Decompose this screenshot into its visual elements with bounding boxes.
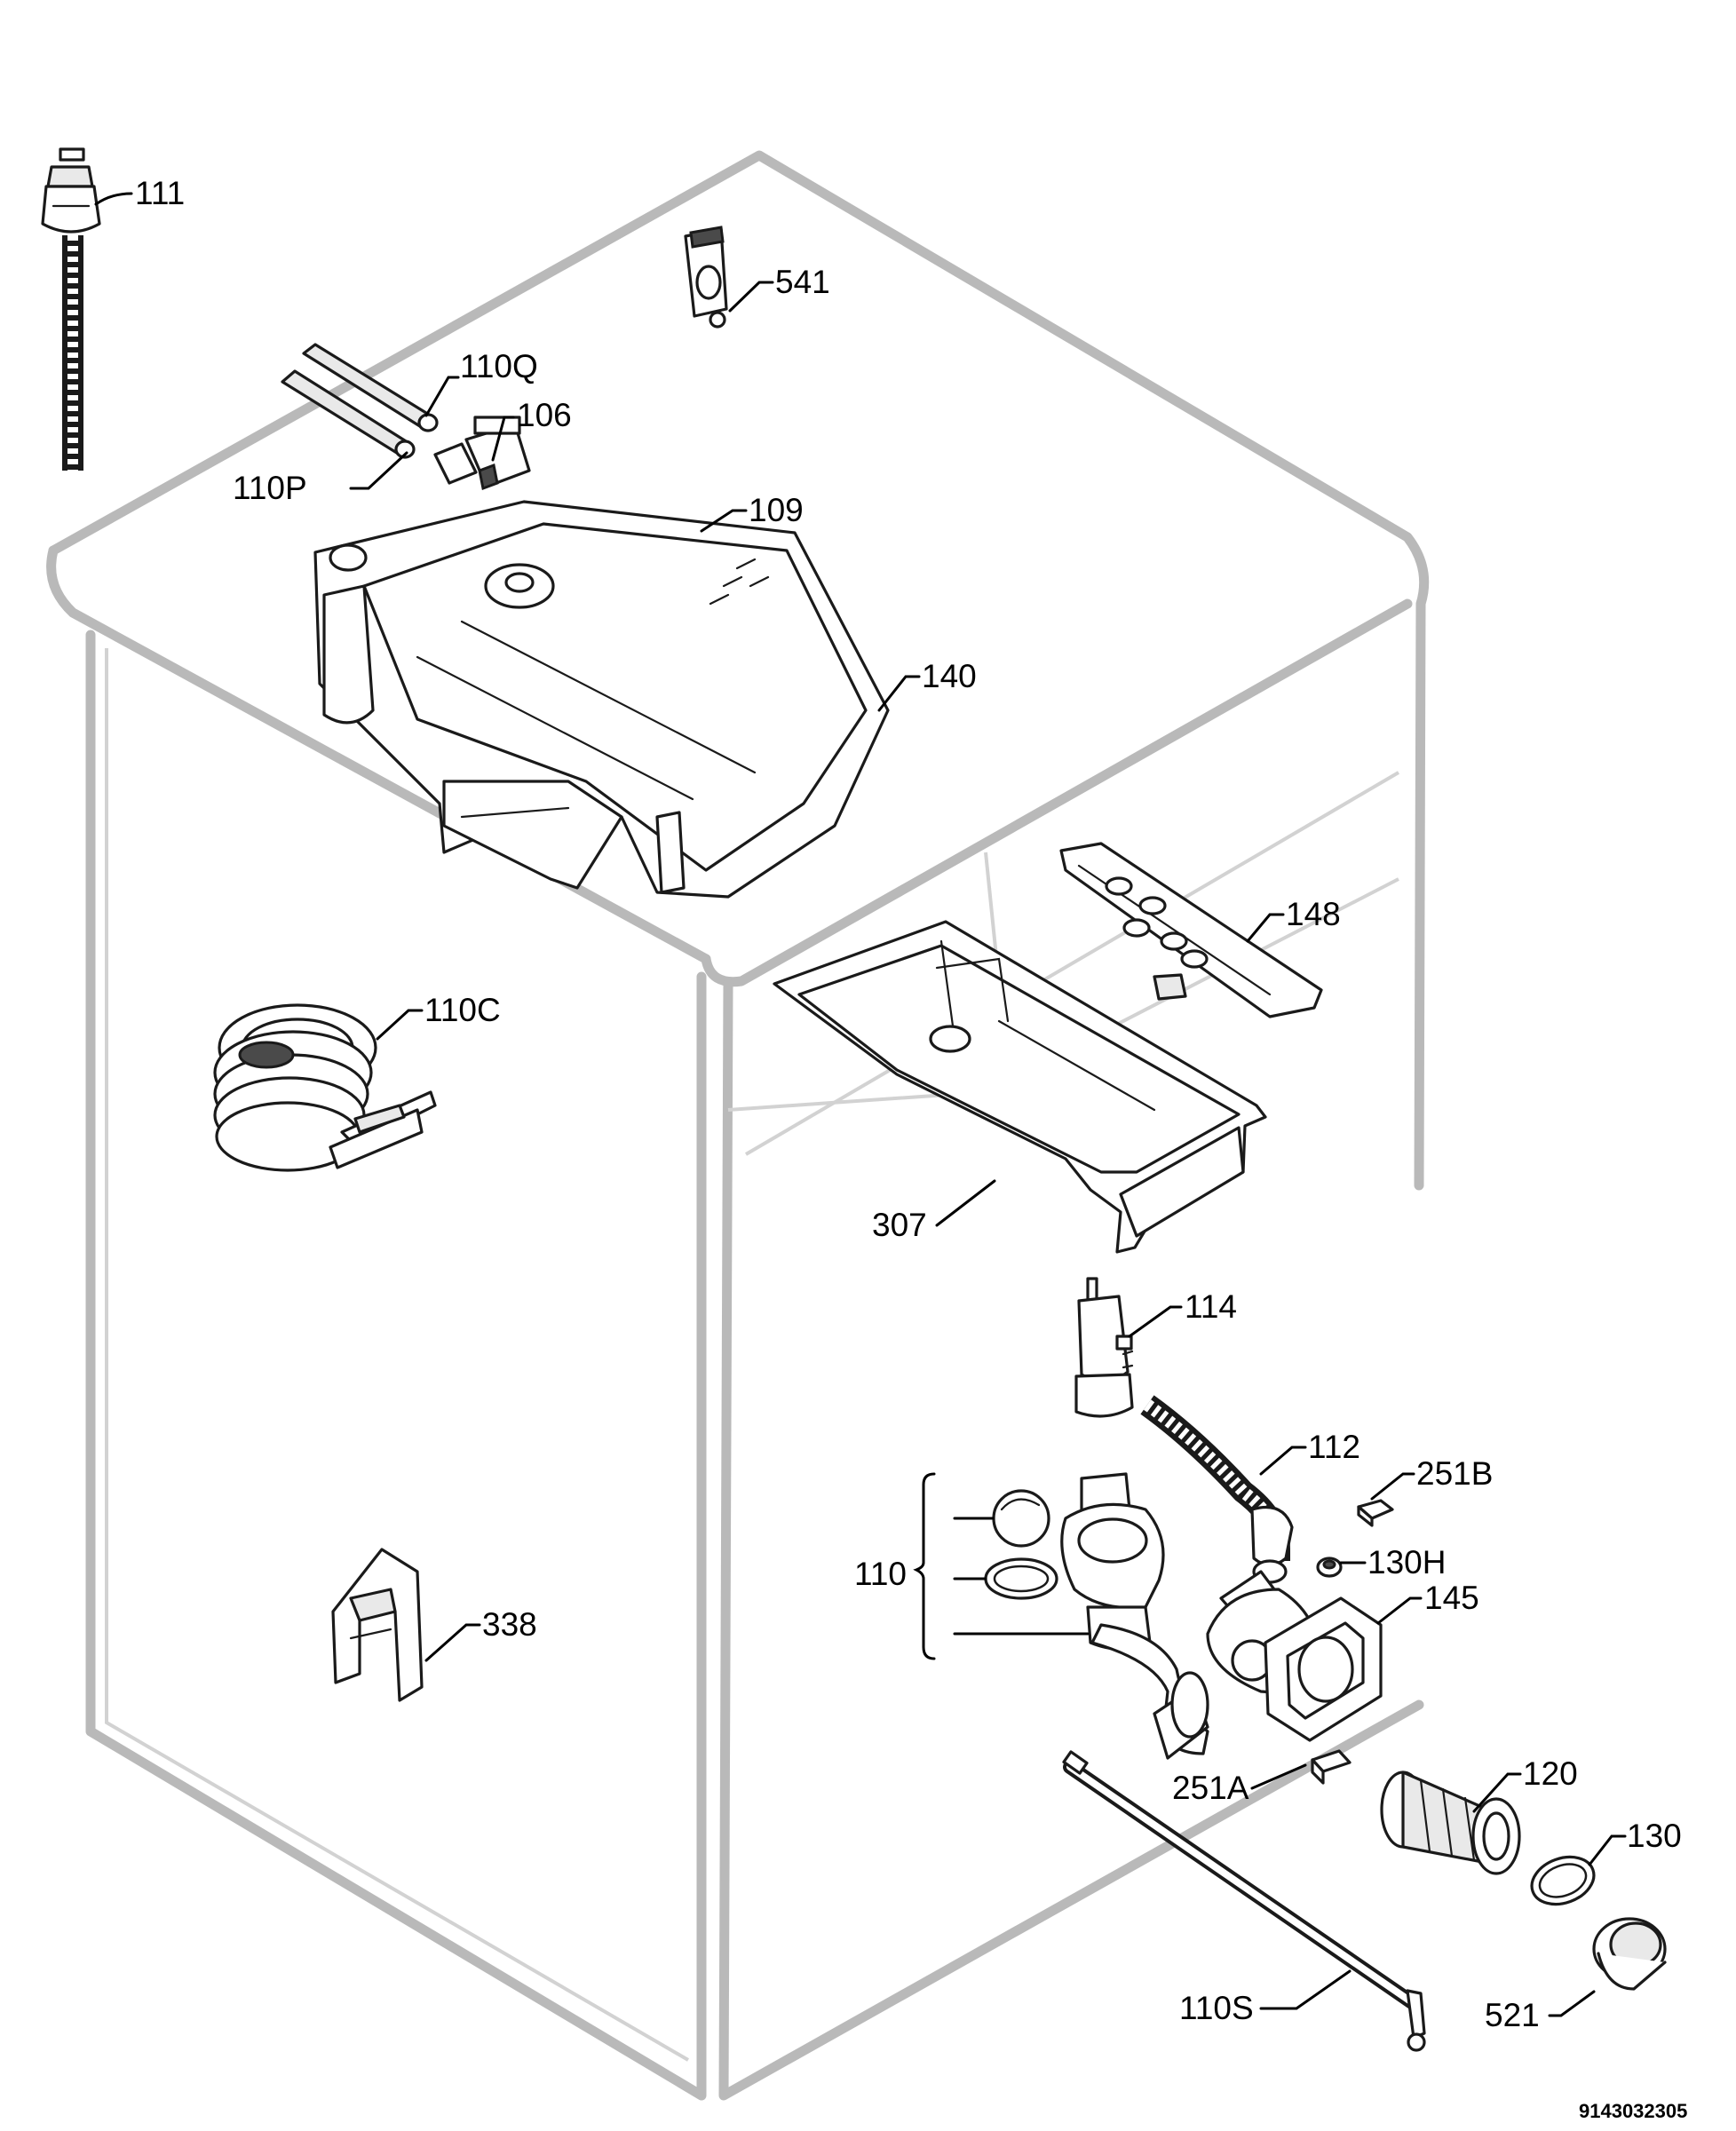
label-130H: 130H xyxy=(1367,1544,1446,1580)
valve-106 xyxy=(433,416,531,491)
label-109: 109 xyxy=(749,492,804,528)
hoses-110Q-110P xyxy=(281,343,439,459)
label-110: 110 xyxy=(854,1556,907,1592)
label-145: 145 xyxy=(1424,1580,1479,1616)
hose-guide-338 xyxy=(331,1548,424,1702)
label-110Q: 110Q xyxy=(460,348,538,384)
cover-148 xyxy=(1059,842,1323,1018)
leader-lines xyxy=(94,192,1627,2017)
label-110P: 110P xyxy=(233,470,307,506)
clip-251A xyxy=(1311,1749,1352,1785)
o-ring-130 xyxy=(1530,1855,1596,1906)
label-140: 140 xyxy=(922,658,977,694)
clip-541 xyxy=(684,226,728,329)
cabinet-outline xyxy=(46,150,1430,2101)
document-number: 9143032305 xyxy=(1579,2100,1687,2122)
inlet-hose-111 xyxy=(41,147,101,471)
label-112: 112 xyxy=(1308,1429,1360,1465)
drawer-307 xyxy=(773,920,1267,1254)
cap-130H xyxy=(1316,1557,1343,1578)
filter-120 xyxy=(1380,1771,1521,1875)
filter-cap-521 xyxy=(1592,1917,1667,1991)
seal-110C xyxy=(213,1003,437,1172)
part-labels: 111 541 110Q 106 110P 109 140 148 110C 3… xyxy=(135,175,1682,2033)
pump-assembly-110 xyxy=(984,1472,1209,1760)
label-541: 541 xyxy=(775,264,830,300)
label-307: 307 xyxy=(872,1207,927,1243)
label-251B: 251B xyxy=(1416,1455,1493,1492)
label-251A: 251A xyxy=(1172,1770,1249,1806)
label-114: 114 xyxy=(1185,1288,1237,1325)
label-130: 130 xyxy=(1627,1818,1682,1854)
label-338: 338 xyxy=(482,1606,537,1643)
hose-112 xyxy=(1140,1395,1294,1584)
label-148: 148 xyxy=(1286,896,1341,932)
label-110C: 110C xyxy=(424,992,501,1028)
label-521: 521 xyxy=(1485,1997,1540,2033)
label-111: 111 xyxy=(135,175,185,211)
air-trap-114 xyxy=(1074,1277,1134,1418)
label-120: 120 xyxy=(1523,1755,1578,1792)
label-110S: 110S xyxy=(1179,1990,1254,2026)
pump-body-145 xyxy=(1206,1570,1383,1742)
label-106: 106 xyxy=(517,397,572,433)
group-brace-110 xyxy=(913,1472,936,1660)
clip-251B xyxy=(1357,1499,1394,1527)
dispenser-housing-109-140 xyxy=(313,500,890,899)
drain-tube-110S xyxy=(1062,1750,1426,2052)
